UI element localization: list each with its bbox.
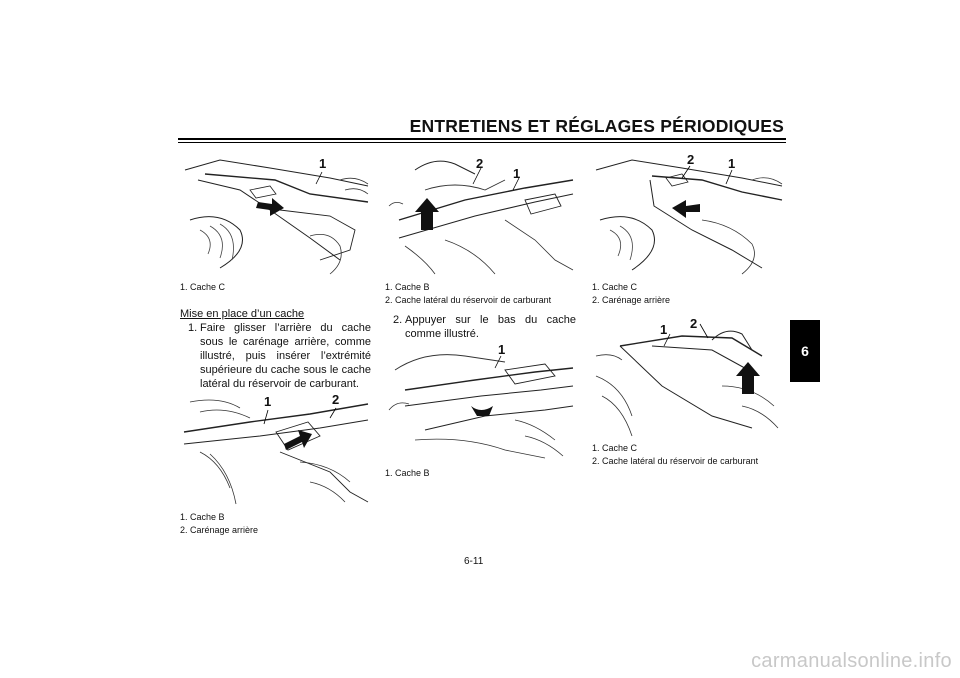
- figure-caption: 1. Cache B 2. Cache latéral du réservoir…: [385, 281, 551, 307]
- figure-caption: 1. Cache B 2. Carénage arrière: [180, 511, 258, 537]
- callout-1: 1: [660, 322, 668, 337]
- page-number: 6-11: [464, 556, 484, 567]
- step-number: 1.: [188, 322, 198, 334]
- step-text: Faire glisser l’arrière du cache sous le…: [200, 322, 371, 390]
- step-text: Appuyer sur le bas du cache comme illust…: [405, 314, 576, 340]
- illustration-cache-c-press: 1 2: [592, 316, 784, 440]
- page-title: ENTRETIENS ET RÉGLAGES PÉRIODIQUES: [409, 116, 784, 136]
- callout-1: 1: [319, 156, 327, 171]
- callout-2: 2: [332, 392, 340, 407]
- callout-2: 2: [476, 156, 484, 171]
- section-subheading: Mise en place d’un cache: [180, 308, 305, 320]
- header-rule: [178, 138, 786, 140]
- caption-line: 1. Cache C: [180, 282, 226, 292]
- caption-line: 1. Cache C: [592, 282, 638, 292]
- step-number: 2.: [393, 314, 403, 326]
- caption-line: 1. Cache B: [385, 282, 430, 292]
- caption-line: 1. Cache B: [180, 512, 225, 522]
- caption-line: 2. Carénage arrière: [180, 525, 259, 535]
- illustration-cache-b-removal: 2 1: [385, 150, 575, 278]
- callout-2: 2: [687, 152, 695, 167]
- callout-1: 1: [264, 394, 272, 409]
- step-1: 1. Faire glisser l’arrière du cache sous…: [188, 321, 371, 391]
- watermark: carmanualsonline.info: [751, 650, 952, 672]
- caption-line: 2. Cache latéral du réservoir de carbura…: [592, 456, 759, 466]
- caption-line: 2. Cache latéral du réservoir de carbura…: [385, 295, 552, 305]
- caption-line: 1. Cache C: [592, 443, 638, 453]
- caption-line: 1. Cache B: [385, 468, 430, 478]
- figure-caption: 1. Cache C 2. Cache latéral du réservoir…: [592, 442, 758, 468]
- illustration-cache-b-press: 1: [385, 340, 575, 464]
- callout-2: 2: [690, 316, 698, 331]
- illustration-cache-b-install: 1 2: [180, 392, 370, 510]
- illustration-cache-c-removal: 1: [180, 150, 370, 278]
- step-2: 2. Appuyer sur le bas du cache comme ill…: [393, 313, 576, 341]
- callout-1: 1: [728, 156, 736, 171]
- figure-caption: 1. Cache C: [180, 281, 225, 294]
- figure-caption: 1. Cache C 2. Carénage arrière: [592, 281, 670, 307]
- illustration-cache-c-install: 2 1: [592, 150, 784, 278]
- caption-line: 2. Carénage arrière: [592, 295, 671, 305]
- chapter-tab: 6: [790, 320, 820, 382]
- header-rule-thin: [178, 142, 786, 143]
- callout-1: 1: [513, 166, 521, 181]
- figure-caption: 1. Cache B: [385, 467, 430, 480]
- callout-1: 1: [498, 342, 506, 357]
